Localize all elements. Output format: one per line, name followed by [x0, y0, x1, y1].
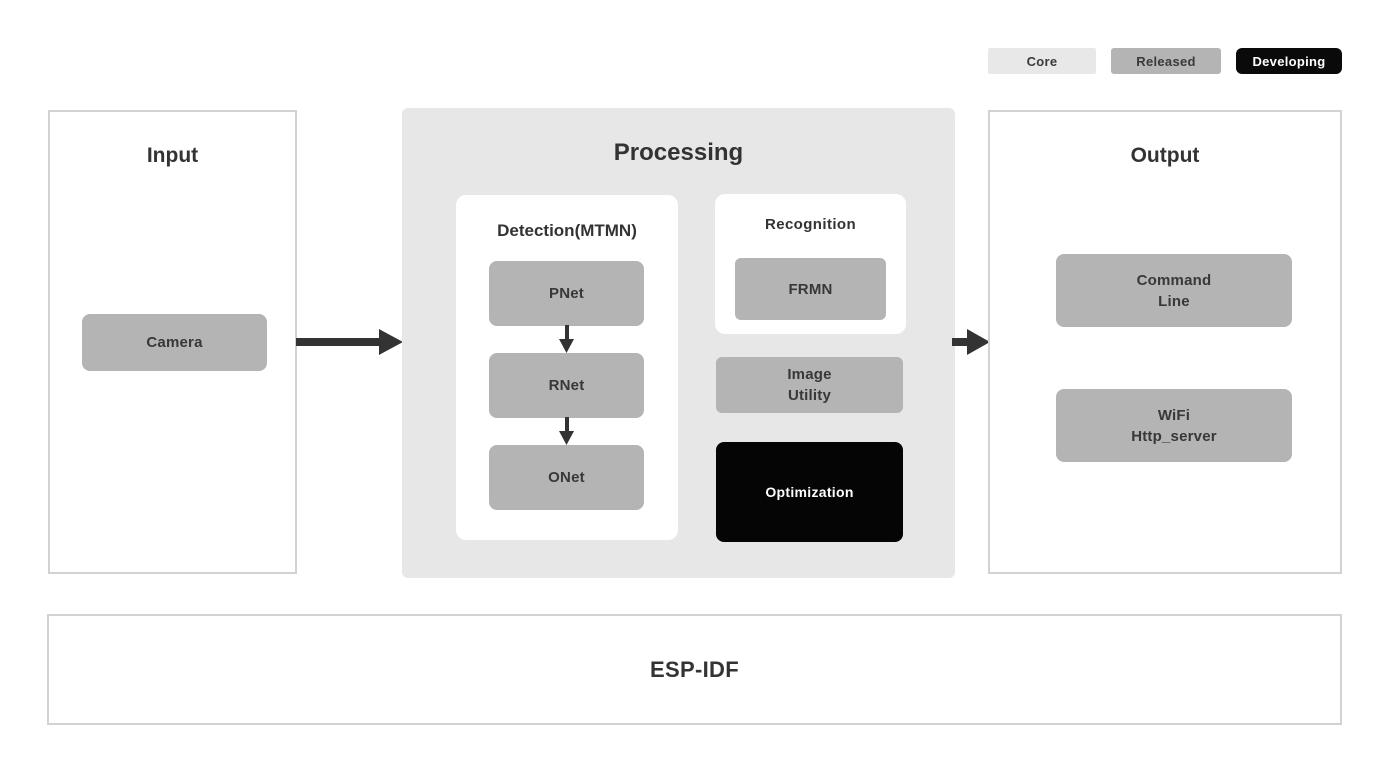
wifi-line1: WiFi — [1157, 406, 1191, 424]
input-panel: Input Camera — [48, 110, 297, 574]
optimization-box-label: Optimization — [765, 484, 854, 500]
arrow-down-icon — [559, 417, 574, 445]
recognition-card-title: Recognition — [764, 216, 857, 233]
legend-chip-released: Released — [1111, 48, 1221, 74]
onet-box-label: ONet — [548, 469, 585, 486]
camera-box: Camera — [82, 314, 267, 371]
image-utility-box: Image Utility — [716, 357, 903, 413]
frmn-box: FRMN — [735, 258, 886, 320]
output-panel: Output Command Line WiFi Http_server — [988, 110, 1342, 574]
esp-idf-title: ESP-IDF — [650, 656, 739, 682]
recognition-card: Recognition FRMN — [715, 194, 906, 334]
legend-chip-core: Core — [988, 48, 1096, 74]
detection-card: Detection(MTMN) PNet RNet ONet — [456, 195, 678, 540]
frmn-box-label: FRMN — [788, 280, 833, 298]
legend-chip-developing: Developing — [1236, 48, 1342, 74]
arrow-right-icon — [952, 329, 990, 355]
command-line-box: Command Line — [1056, 254, 1292, 327]
image-utility-line2: Utility — [787, 387, 832, 404]
arrow-down-icon — [559, 325, 574, 353]
camera-box-label: Camera — [146, 334, 203, 351]
output-panel-title: Output — [1130, 144, 1200, 167]
arrow-right-icon — [296, 329, 403, 355]
command-line-line2: Line — [1158, 292, 1190, 310]
detection-card-title: Detection(MTMN) — [497, 221, 637, 240]
pnet-box: PNet — [489, 261, 644, 326]
processing-panel-title: Processing — [613, 139, 744, 166]
command-line-line1: Command — [1136, 271, 1212, 289]
pnet-box-label: PNet — [549, 285, 584, 302]
wifi-line2: Http_server — [1131, 427, 1217, 445]
rnet-box: RNet — [489, 353, 644, 418]
input-panel-title: Input — [146, 144, 199, 167]
rnet-box-label: RNet — [548, 377, 585, 394]
image-utility-line1: Image — [787, 366, 832, 383]
processing-panel: Processing Detection(MTMN) PNet RNet ONe… — [402, 108, 955, 578]
wifi-http-server-box: WiFi Http_server — [1056, 389, 1292, 462]
optimization-box: Optimization — [716, 442, 903, 542]
onet-box: ONet — [489, 445, 644, 510]
esp-idf-bar: ESP-IDF — [47, 614, 1342, 725]
